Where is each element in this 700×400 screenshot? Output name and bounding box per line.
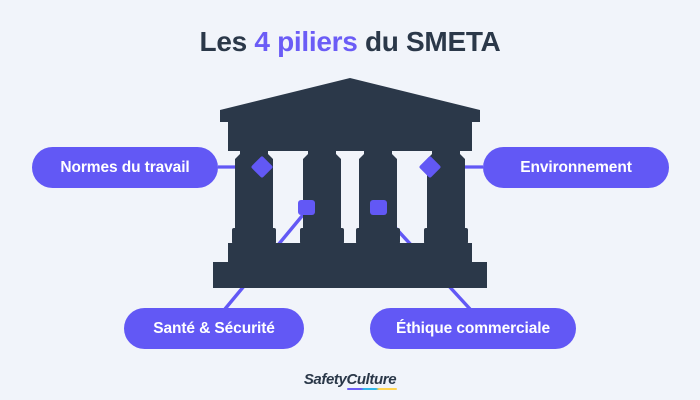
pillar-label-environment[interactable]: Environnement xyxy=(483,147,669,188)
column-4-base xyxy=(424,228,468,244)
title-accent: 4 piliers xyxy=(254,26,358,57)
temple-step-lower xyxy=(213,262,487,288)
pillar-label-labour-standards[interactable]: Normes du travail xyxy=(32,147,218,188)
pillar-label-health-safety[interactable]: Santé & Sécurité xyxy=(124,308,304,349)
temple-body xyxy=(213,78,487,288)
pillar-label-text: Environnement xyxy=(520,158,632,176)
column-1-base xyxy=(232,228,276,244)
pillar-label-text: Normes du travail xyxy=(60,158,190,176)
square-marker-health-safety xyxy=(298,200,315,215)
logo-gradient-underline xyxy=(347,387,398,390)
temple-entablature xyxy=(228,118,472,151)
pillar-label-business-ethics[interactable]: Éthique commerciale xyxy=(370,308,576,349)
logo-text-culture-wrap: Culture xyxy=(346,371,398,390)
page-title: Les 4 piliers du SMETA xyxy=(0,26,700,58)
column-3-base xyxy=(356,228,400,244)
pillar-label-text: Éthique commerciale xyxy=(395,319,551,337)
column-2-base xyxy=(300,228,344,244)
title-part-2: du SMETA xyxy=(357,26,501,57)
safetyculture-logo: SafetyCulture xyxy=(0,371,700,390)
pillar-label-text: Santé & Sécurité xyxy=(153,319,275,337)
temple-pediment xyxy=(220,78,480,122)
diamond-marker-environment xyxy=(419,156,441,178)
diamond-marker-labour-standards xyxy=(251,156,273,178)
title-part-1: Les xyxy=(199,26,255,57)
temple-step-upper xyxy=(228,243,472,264)
logo-text-culture: Culture xyxy=(346,371,397,388)
logo-text-safety: Safety xyxy=(303,371,347,388)
column-2-shaft xyxy=(303,149,341,229)
temple-column-3 xyxy=(356,149,400,244)
square-marker-business-ethics xyxy=(370,200,387,215)
column-3-shaft xyxy=(359,149,397,229)
logo-wordmark: SafetyCulture xyxy=(303,371,398,390)
temple-column-2 xyxy=(300,149,344,244)
